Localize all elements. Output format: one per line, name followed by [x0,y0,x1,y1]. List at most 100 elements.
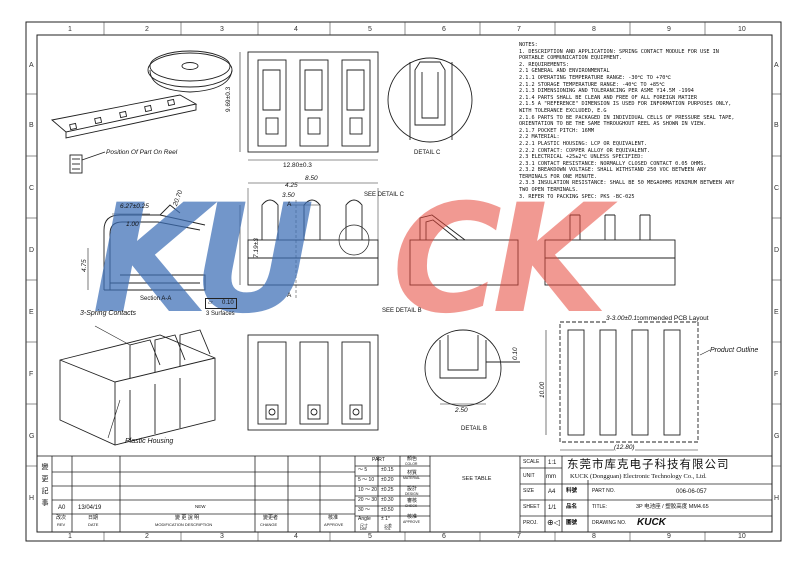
detail-c-caption: DETAIL C [414,150,441,156]
col-mod-en: MODIFICATION DESCRIPTION [155,522,213,527]
dim-100: 1.00 [126,221,139,228]
grid-col-7: 7 [517,26,521,33]
material-en: MATERIAL [403,476,421,480]
check-cn: 審核 [407,498,418,504]
company-en: KUCK (Dongguan) Electronic Technology Co… [570,473,707,480]
note-line: 2.1.6 PARTS TO BE PACKAGED IN INDIVIDUAL… [519,114,735,121]
pcb-width-dim: (12.80) [614,444,635,452]
grid-row-h-right: H [774,495,780,502]
see-detail-c-callout: SEE DETAIL C [364,192,405,198]
note-line: WITH TOLERANCE EXCLUDED, E.G [519,107,607,114]
grid-col-6-bottom: 6 [442,533,446,540]
note-line: 1. DESCRIPTION AND APPLICATION: SPRING C… [519,48,719,55]
grid-col-2-bottom: 2 [145,533,149,540]
grid-row-e: E [29,309,34,316]
tol-val-4: ±0.50 [381,507,394,513]
note-line: 2.2.2 CONTACT: COPPER ALLOY OR EQUIVALEN… [519,147,651,154]
grid-col-8-bottom: 8 [592,533,596,540]
grid-col-6: 6 [442,26,446,33]
title-cn: 品名 [566,504,578,510]
note-line: 2.3.1 CONTACT RESISTANCE: NORMALLY CLOSE… [519,160,707,167]
dim-475: 4.75 [81,259,88,272]
note-line: 2.1.4 PARTS SHALL BE CLEAN AND FREE OF A… [519,94,698,101]
grid-col-4: 4 [294,26,298,33]
part-no-value: 006-06-057 [676,489,707,495]
color-cn: 顏色 [407,456,418,462]
surfaces-label: 3 Surfaces [206,311,235,317]
title-en: TITLE: [592,504,608,510]
flatness-value: 0.10 [222,300,234,306]
detail-b-dim-250: 2.50 [455,407,468,414]
company-cn: 东莞市库克电子科技有限公司 [567,459,730,471]
col-date-en: DATE [88,522,99,527]
see-detail-b-callout: SEE DETAIL B [382,308,422,314]
tol-val-0: ±0.15 [381,467,394,473]
tol-dim-2: 10 ～ 20 [358,487,377,493]
col-change-en: CHANGE [260,522,278,527]
material-cn: 材質 [407,470,418,476]
grid-col-10-bottom: 10 [738,533,746,540]
note-line: 2.3.3 INSULATION RESISTANCE: SHALL BE 50… [519,180,735,187]
col-approve-en: APPROVE [324,522,344,527]
note-line: NOTES: [519,42,538,48]
grid-row-d-right: D [774,247,780,254]
watermark-right: CK [392,173,608,347]
color-en: COLOR [405,462,418,466]
note-line: 2.3.2 BREAKDOWN VOLTAGE: SHALL WITHSTAND… [519,167,707,174]
sheet-value: 1/1 [548,505,557,511]
grid-col-2: 2 [145,26,149,33]
dim-425: 4.25 [285,182,298,189]
note-line: TWO OPEN TERMINALS. [519,187,579,194]
grid-col-3-bottom: 3 [220,533,224,540]
note-line: 2.1 GENERAL AND ENVIRONMENTAL [519,68,610,75]
grid-row-a-right: A [774,62,779,69]
grid-row-b-right: B [774,122,779,129]
scale-label: SCALE [523,459,540,465]
tol-dim-0: ～ 5 [358,467,368,473]
notes-block: NOTES: 1. DESCRIPTION AND APPLICATION: S… [519,42,781,200]
grid-row-b: B [29,122,34,129]
tol-dim-4: 30 ～ [358,507,370,513]
note-line: 2.2.1 PLASTIC HOUSING: LCP OR EQUIVALENT… [519,140,648,147]
top-width-dim: 12.80±0.3 [283,162,312,169]
col-dim-en: DIM [360,527,367,531]
flatness-frame: ▱ 0.10 [205,298,237,309]
approve-cn: 核准 [407,514,418,520]
col-rev-en: REV [57,522,66,527]
col-mod: 變 更 說 明 [175,515,200,521]
tol-header: PART [372,457,385,463]
rev-new: NEW [195,504,206,509]
rev-code: A0 [58,505,66,511]
scale-value: 1:1 [548,460,557,466]
note-line: 2.3 ELECTRICAL +25±2℃ UNLESS SPECIFIED: [519,154,644,161]
unit-value: mm [546,474,556,480]
tol-val-5: ± 1° [381,516,390,522]
unit-label: UNIT [523,473,535,479]
col-tol: 公差 [384,523,392,528]
spring-contacts-label: 3-Spring Contacts [80,310,137,317]
check-en: CHECK [405,504,418,508]
grid-row-d: D [29,247,35,254]
flatness-symbol-icon: ▱ [208,300,213,306]
note-line: 2.1.1 OPERATING TEMPERATURE RANGE: -30℃ … [519,74,672,81]
grid-col-5: 5 [368,26,372,33]
note-line: ORIENTATION TO BE THE SAME THROUGHOUT RE… [519,121,707,128]
pcb-pitch-dim: 3-3.00±0.1 [606,315,638,323]
grid-col-8: 8 [592,26,596,33]
col-change: 變更者 [263,515,279,521]
note-line: 2. REQUIREMENTS: [519,61,569,68]
rev-date: 13/04/19 [78,505,102,511]
grid-row-c-right: C [774,185,780,192]
size-value: A4 [548,489,556,495]
grid-col-9-bottom: 9 [667,533,671,540]
design-cn: 設計 [407,486,418,492]
note-line: 2.1.5 A "REFERENCE" DIMENSION IS USED FO… [519,101,732,108]
grid-row-g: G [29,433,35,440]
plastic-housing-label: Plastic Housing [125,438,174,445]
tol-dim-5: Angle [358,516,371,522]
grid-col-5-bottom: 5 [368,533,372,540]
tol-val-1: ±0.20 [381,477,394,483]
detail-b-caption: DETAIL B [461,426,488,432]
dim-627: 6.27±0.25 [120,203,149,210]
